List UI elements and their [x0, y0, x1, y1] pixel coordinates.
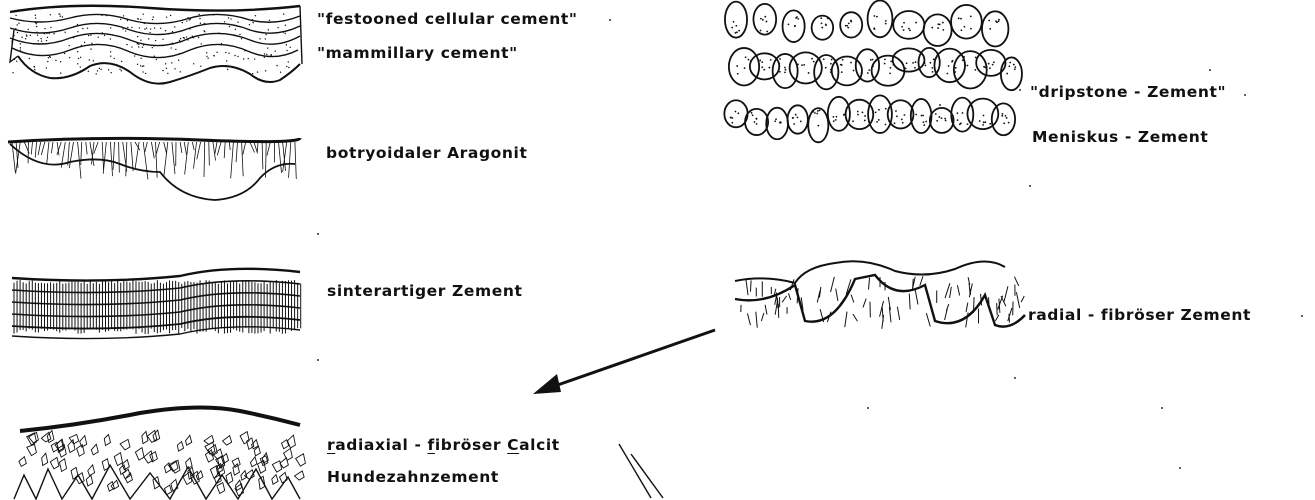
calcit-text: alcit [519, 436, 560, 454]
label-meniscus-cement: Meniskus - Zement [1032, 128, 1208, 146]
underlined-c: C [507, 436, 519, 454]
radiaxial-text: adiaxial - [335, 436, 427, 454]
label-dripstone-cement: "dripstone - Zement" [1030, 83, 1226, 101]
label-radiaxial-calcite: radiaxial - fibröser Calcit [327, 436, 560, 454]
label-hundezahnzement: Hundezahnzement [327, 468, 499, 486]
underlined-r: r [327, 436, 335, 454]
underlined-f: f [428, 436, 435, 454]
label-sinter-cement: sinterartiger Zement [327, 282, 522, 300]
fibroser-text: ibröser [435, 436, 507, 454]
label-festooned-cement: "festooned cellular cement" [317, 10, 578, 28]
label-mammillary-cement: "mammillary cement" [317, 44, 518, 62]
label-radial-fibrous-cement: radial - fibröser Zement [1028, 306, 1251, 324]
label-botryoidal-aragonite: botryoidaler Aragonit [326, 144, 527, 162]
